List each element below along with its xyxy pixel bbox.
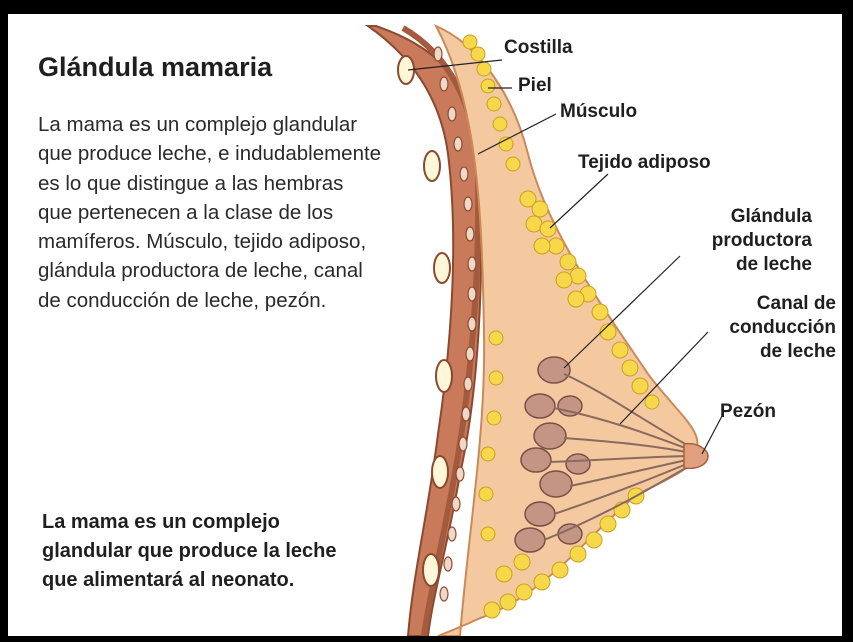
label-glandula-line2: productora <box>712 229 812 252</box>
breast-anatomy-illustration <box>8 14 842 636</box>
rib <box>432 456 448 488</box>
nipple <box>684 444 708 469</box>
rib <box>424 151 440 181</box>
label-canal-line1: Canal de <box>757 292 836 315</box>
rib <box>423 554 439 586</box>
label-glandula-line3: de leche <box>736 253 812 276</box>
label-glandula-line1: Glándula <box>731 205 812 228</box>
label-pezon: Pezón <box>720 400 776 423</box>
label-costilla: Costilla <box>504 36 573 59</box>
chest-wall <box>368 26 481 636</box>
label-piel: Piel <box>518 74 552 97</box>
label-tejido-adiposo: Tejido adiposo <box>578 151 711 174</box>
label-musculo: Músculo <box>560 100 637 123</box>
label-canal-line2: conducción <box>729 316 836 339</box>
rib <box>436 360 452 392</box>
label-canal-line3: de leche <box>760 340 836 363</box>
diagram-frame: Glándula mamaria La mama es un complejo … <box>8 14 842 636</box>
rib <box>434 253 450 283</box>
